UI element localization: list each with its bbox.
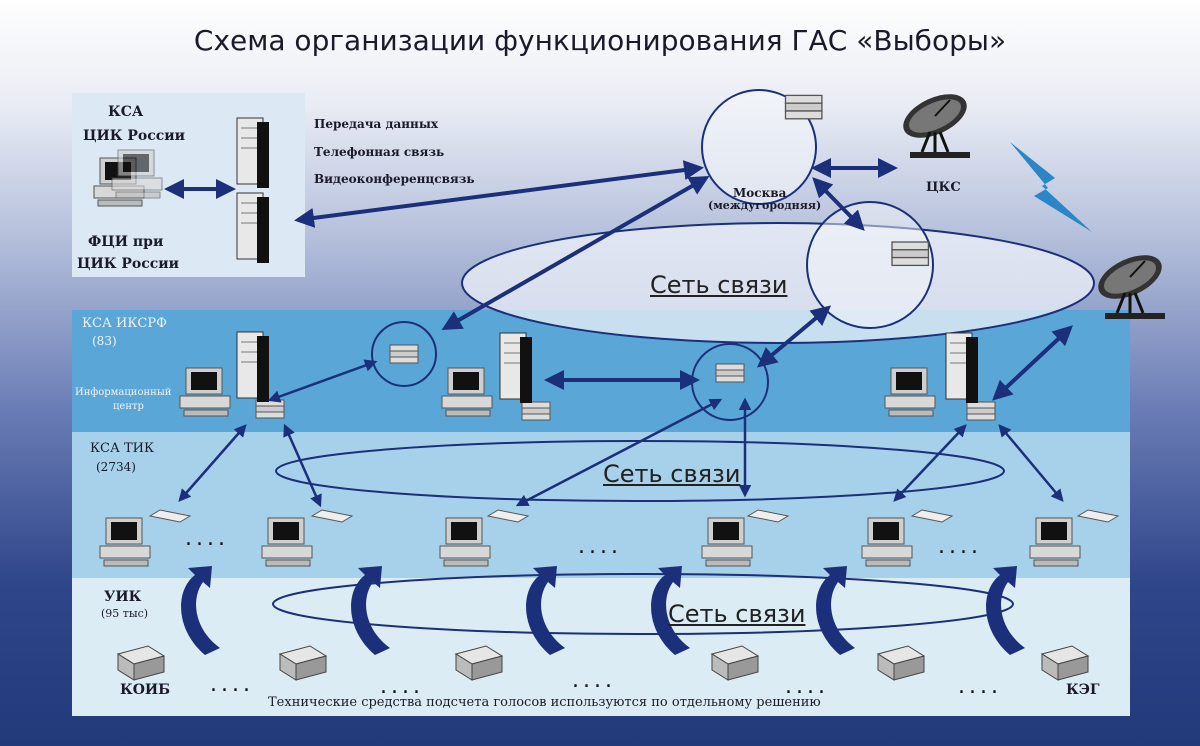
dots-uik-3: .... <box>572 668 616 693</box>
ksa-label: КСА <box>108 104 144 120</box>
keg-label: КЭГ <box>1066 682 1100 698</box>
uik-count: (95 тыс) <box>101 607 149 620</box>
dots-tik-2: .... <box>578 534 622 559</box>
network-label-middle: Сеть связи <box>603 460 741 488</box>
tik-title: КСА ТИК <box>90 441 155 456</box>
footer-note: Технические средства подсчета голосов ис… <box>268 695 821 710</box>
service-video: Видеоконференцсвязь <box>314 172 475 186</box>
moscow-sub-label: (междугородняя) <box>708 199 822 212</box>
ikrf-title: КСА ИКСРФ <box>82 316 167 331</box>
moscow-label: Москва <box>733 186 787 200</box>
network-label-top: Сеть связи <box>650 271 788 299</box>
dots-tik-3: .... <box>938 534 982 559</box>
service-phone: Телефонная связь <box>314 145 445 159</box>
dots-tik-1: .... <box>185 526 229 551</box>
info-center-label-2: центр <box>113 401 144 412</box>
cik2-label: ЦИК России <box>77 256 180 272</box>
dots-uik-2: .... <box>380 674 424 699</box>
fci-label: ФЦИ при <box>88 234 164 250</box>
dots-uik-1: .... <box>210 672 254 697</box>
network-label-bottom: Сеть связи <box>668 600 806 628</box>
tik-count: (2734) <box>96 460 136 474</box>
koib-label: КОИБ <box>120 682 171 698</box>
service-data: Передача данных <box>314 117 439 131</box>
page-title: Схема организации функционирования ГАС «… <box>193 24 1007 57</box>
cik-label: ЦИК России <box>83 128 186 144</box>
info-center-label-1: Информационный <box>75 387 172 398</box>
cks-label: ЦКС <box>926 180 961 195</box>
ikrf-count: (83) <box>92 334 117 348</box>
dots-uik-4: .... <box>785 674 829 699</box>
uik-band <box>72 578 1130 716</box>
uik-title: УИК <box>104 589 142 605</box>
dots-uik-5: .... <box>958 674 1002 699</box>
